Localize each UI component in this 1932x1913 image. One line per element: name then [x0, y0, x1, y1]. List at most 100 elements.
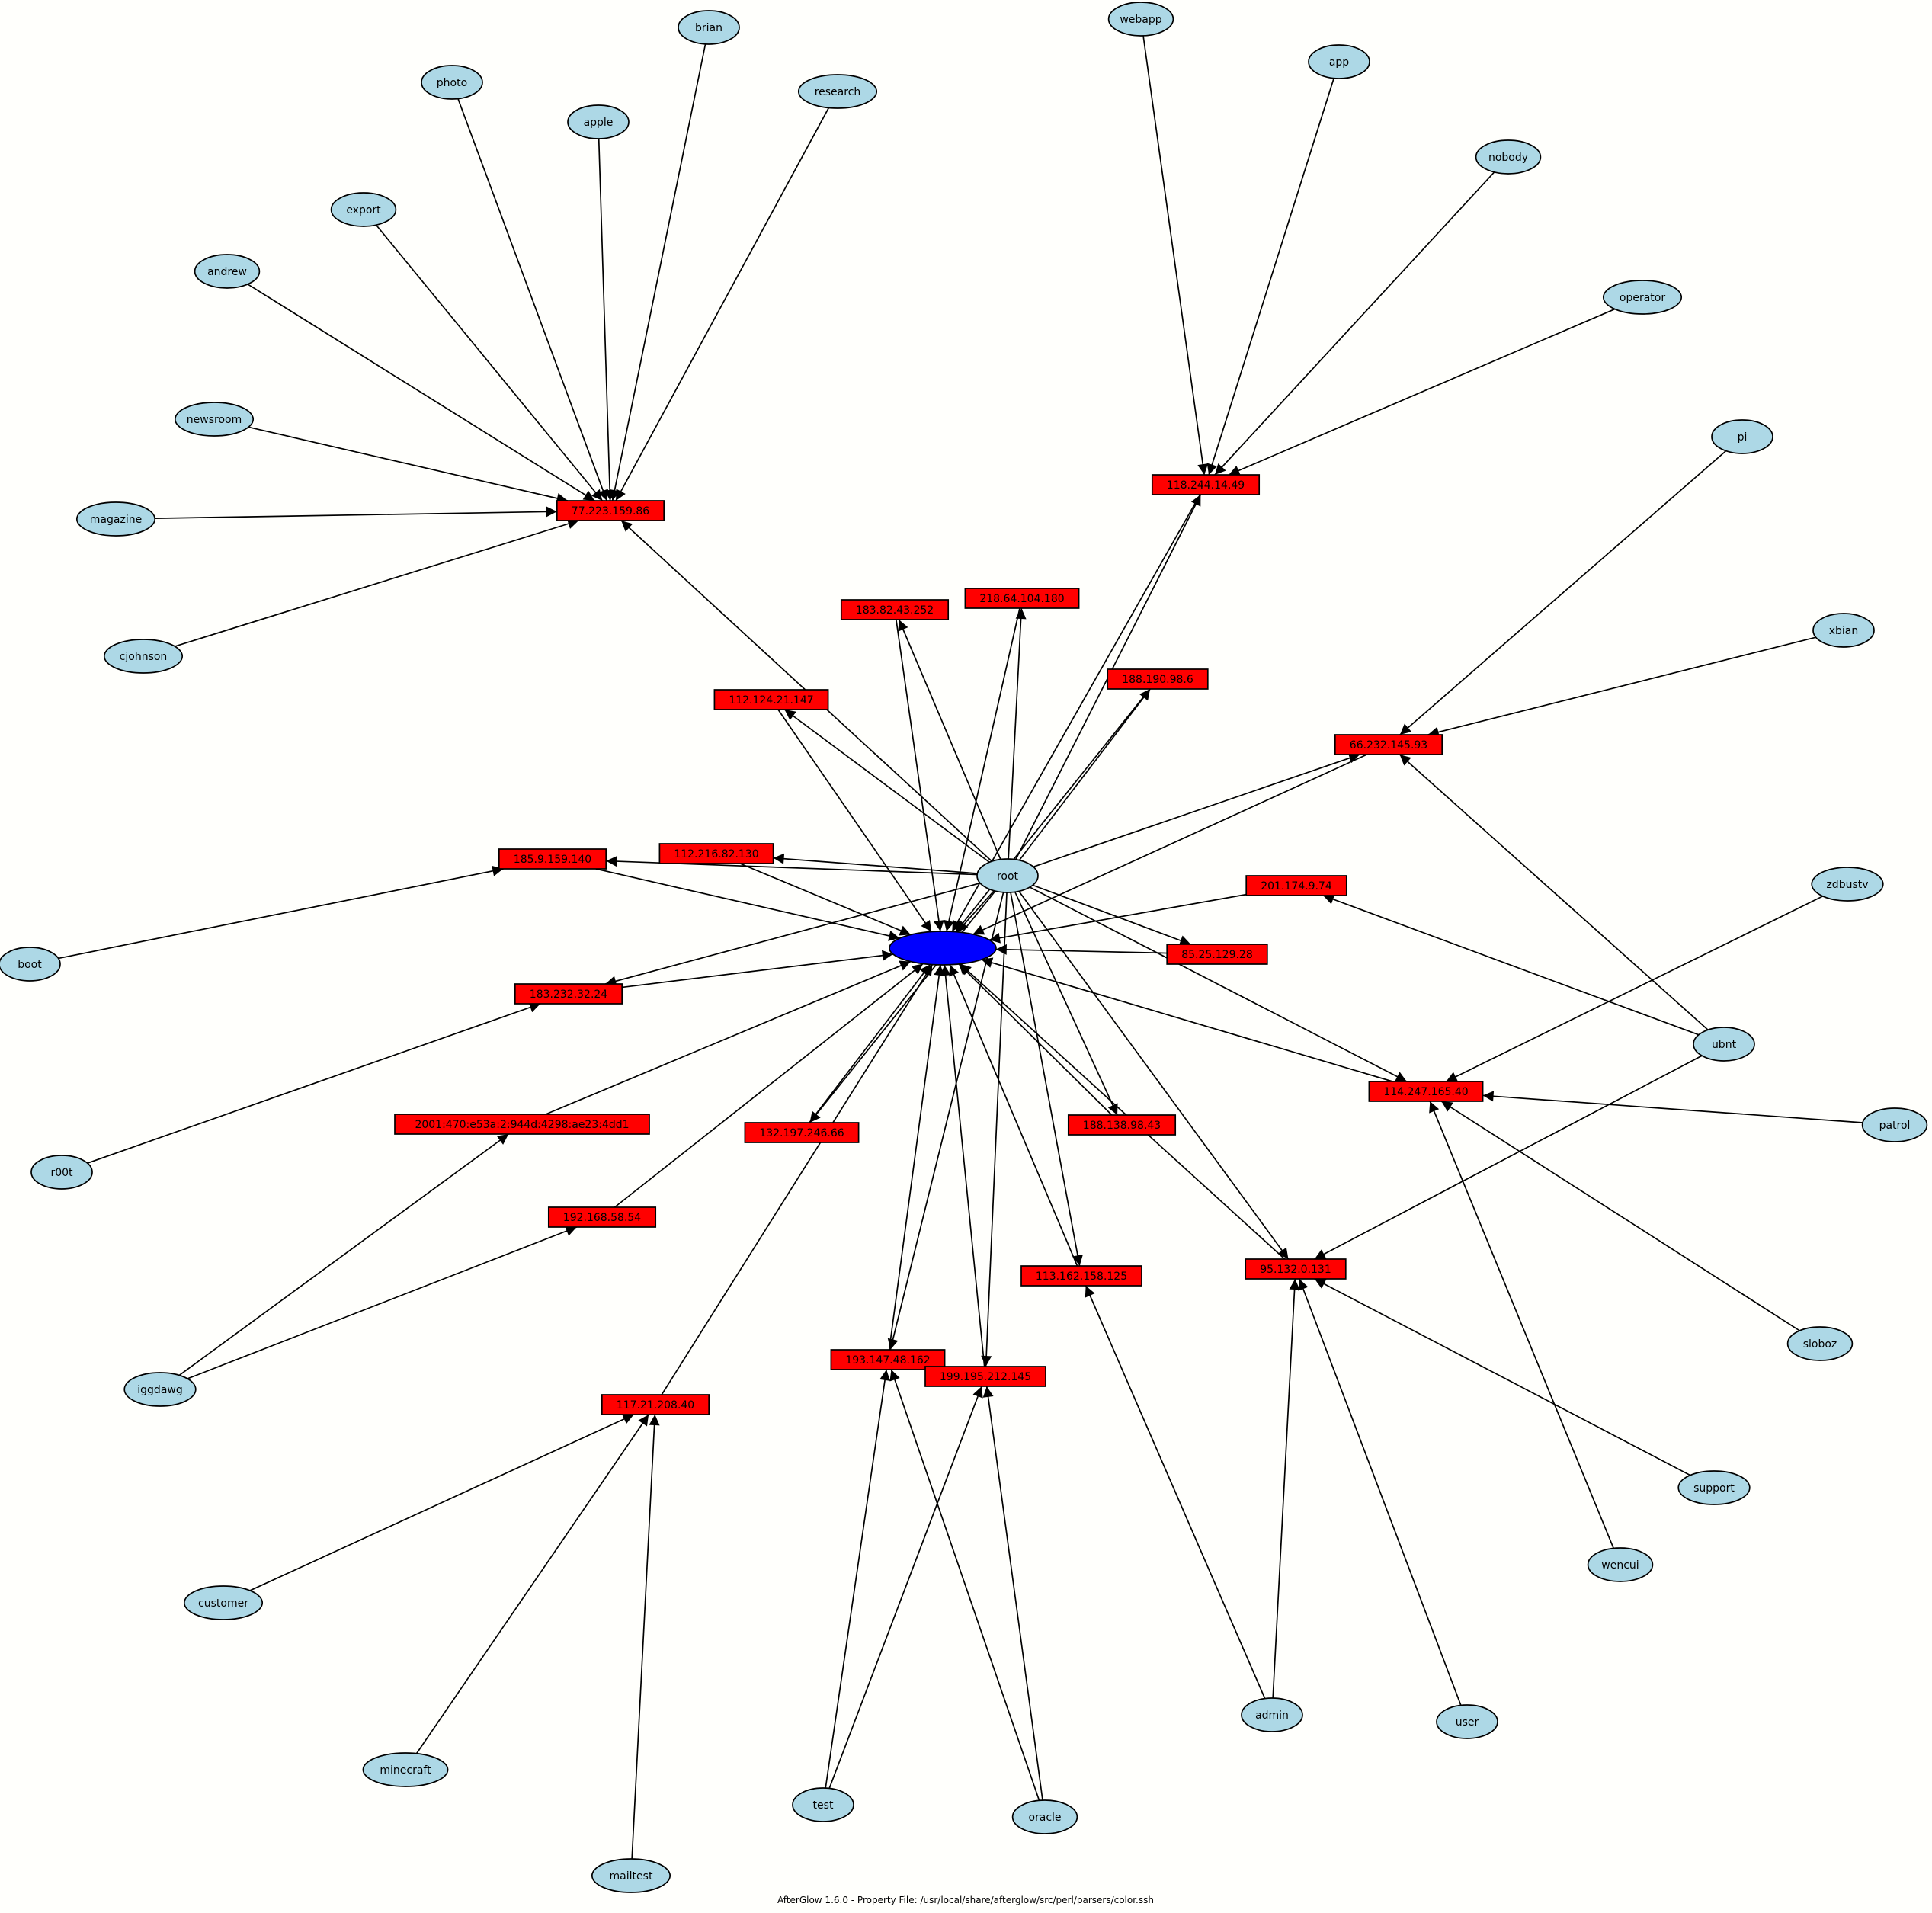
- node-ip-i188a[interactable]: 188.190.98.6: [1107, 668, 1209, 690]
- node-user-cjohnson[interactable]: cjohnson: [103, 639, 184, 674]
- edge-i114-to-c: [981, 957, 1393, 1082]
- node-ip-i113[interactable]: 113.162.158.125: [1020, 1265, 1142, 1287]
- node-ip-box: [556, 500, 665, 521]
- edge-export-to-i77: [375, 224, 603, 501]
- node-ip-i201[interactable]: 201.174.9.74: [1245, 875, 1347, 896]
- node-ip-box: [1107, 668, 1209, 690]
- node-user-wencui[interactable]: wencui: [1587, 1547, 1654, 1582]
- node-user-webapp[interactable]: webapp: [1107, 2, 1174, 37]
- node-user-zdbustv[interactable]: zdbustv: [1811, 867, 1884, 902]
- node-ip-i95[interactable]: 95.132.0.131: [1245, 1258, 1347, 1280]
- node-user-label: patrol: [1879, 1120, 1911, 1132]
- node-user-user[interactable]: user: [1436, 1704, 1498, 1739]
- node-ip-label: 183.82.43.252: [856, 604, 934, 617]
- node-user-export[interactable]: export: [330, 192, 397, 227]
- node-ip-label: 188.190.98.6: [1122, 674, 1193, 686]
- edge-root-to-i183b: [605, 882, 981, 987]
- node-ip-i132[interactable]: 132.197.246.66: [744, 1122, 860, 1143]
- edge-root-to-i183a: [898, 619, 1001, 860]
- node-ip-i183b[interactable]: 183.232.32.24: [514, 983, 623, 1005]
- node-user-sloboz[interactable]: sloboz: [1786, 1326, 1854, 1361]
- node-ip-i117[interactable]: 117.21.208.40: [601, 1394, 710, 1415]
- footer-caption: AfterGlow 1.6.0 - Property File: /usr/lo…: [777, 1895, 1154, 1905]
- edge-patrol-to-i114: [1482, 1091, 1863, 1123]
- edge-i183b-to-c: [622, 950, 893, 989]
- edge-i183a-to-c: [896, 619, 944, 932]
- node-ip-i199[interactable]: 199.195.212.145: [924, 1366, 1046, 1387]
- node-ip-i218[interactable]: 218.64.104.180: [964, 588, 1080, 609]
- node-user-admin[interactable]: admin: [1241, 1697, 1303, 1732]
- edge-pi-to-i66: [1399, 450, 1727, 735]
- node-user-minecraft[interactable]: minecraft: [362, 1752, 449, 1787]
- node-user-shape: [174, 402, 255, 437]
- node-ip-i188b[interactable]: 188.138.98.43: [1067, 1114, 1177, 1136]
- node-user-iggdawg[interactable]: iggdawg: [123, 1372, 197, 1407]
- node-ip-i192[interactable]: 192.168.58.54: [547, 1206, 657, 1228]
- node-user-pi[interactable]: pi: [1711, 419, 1773, 454]
- node-user-andrew[interactable]: andrew: [194, 254, 261, 289]
- node-user-shape: [1011, 1799, 1078, 1834]
- edge-oracle-to-i193: [889, 1369, 1040, 1801]
- node-user-boot[interactable]: boot: [0, 947, 61, 982]
- node-ip-i85[interactable]: 85.25.129.28: [1166, 944, 1268, 965]
- node-ip-box: [1245, 875, 1347, 896]
- node-user-shape: [30, 1155, 93, 1190]
- node-user-patrol[interactable]: patrol: [1861, 1107, 1928, 1142]
- node-user-customer[interactable]: customer: [183, 1585, 264, 1620]
- node-user-label: operator: [1620, 292, 1665, 304]
- node-ip-box: [658, 843, 774, 864]
- node-user-label: boot: [18, 959, 42, 971]
- node-ip-i112a[interactable]: 112.124.21.147: [713, 689, 829, 710]
- node-user-r00t[interactable]: r00t: [30, 1155, 93, 1190]
- node-ip-i2001[interactable]: 2001:470:e53a:2:944d:4298:ae23:4dd1: [394, 1114, 650, 1135]
- node-ip-label: 77.223.159.86: [572, 505, 650, 518]
- node-user-brian[interactable]: brian: [678, 10, 740, 45]
- node-user-nobody[interactable]: nobody: [1475, 139, 1542, 175]
- node-user-root[interactable]: root: [976, 858, 1039, 893]
- node-user-test[interactable]: test: [792, 1787, 854, 1822]
- node-ip-i66[interactable]: 66.232.145.93: [1334, 734, 1443, 755]
- node-ip-label: 112.124.21.147: [729, 694, 813, 707]
- node-ip-i118[interactable]: 118.244.14.49: [1151, 474, 1261, 495]
- node-user-oracle[interactable]: oracle: [1011, 1799, 1078, 1834]
- node-user-ubnt[interactable]: ubnt: [1693, 1027, 1755, 1062]
- node-user-operator[interactable]: operator: [1602, 280, 1683, 315]
- node-center-target[interactable]: [889, 931, 997, 966]
- node-user-newsroom[interactable]: newsroom: [174, 402, 255, 437]
- node-user-shape: [0, 947, 61, 982]
- edge-ubnt-to-i201: [1322, 894, 1700, 1036]
- edge-i218-to-c: [944, 607, 1020, 932]
- edge-admin-to-i113: [1085, 1285, 1266, 1699]
- node-user-app[interactable]: app: [1308, 44, 1370, 79]
- node-ip-i185[interactable]: 185.9.159.140: [498, 848, 607, 870]
- node-ip-i77[interactable]: 77.223.159.86: [556, 500, 665, 521]
- node-user-shape: [1107, 2, 1174, 37]
- node-ip-i114[interactable]: 114.247.165.40: [1368, 1081, 1484, 1102]
- node-user-support[interactable]: support: [1677, 1470, 1751, 1505]
- node-user-label: customer: [198, 1597, 248, 1610]
- node-user-shape: [1693, 1027, 1755, 1062]
- edge-sloboz-to-i114: [1440, 1101, 1800, 1331]
- node-user-xbian[interactable]: xbian: [1812, 613, 1875, 648]
- node-ip-label: 66.232.145.93: [1350, 739, 1427, 751]
- node-user-label: nobody: [1488, 152, 1528, 164]
- node-user-research[interactable]: research: [797, 74, 878, 109]
- edge-i185-to-c: [595, 868, 900, 941]
- node-ip-i183a[interactable]: 183.82.43.252: [840, 599, 950, 620]
- node-user-photo[interactable]: photo: [421, 65, 483, 100]
- node-user-apple[interactable]: apple: [567, 104, 630, 139]
- edge-i2001-to-c: [545, 960, 912, 1115]
- node-user-magazine[interactable]: magazine: [75, 501, 156, 537]
- edge-root-to-i95: [1018, 890, 1290, 1260]
- node-ip-label: 118.244.14.49: [1167, 479, 1245, 492]
- edge-root-to-i113: [1010, 892, 1083, 1267]
- node-user-label: cjohnson: [120, 651, 168, 663]
- node-ip-i112b[interactable]: 112.216.82.130: [658, 843, 774, 864]
- edge-root-to-i218: [1008, 607, 1027, 860]
- edge-iggdawg-to-i192: [187, 1226, 577, 1379]
- node-user-shape: [1602, 280, 1683, 315]
- edge-i117-to-c: [661, 964, 934, 1395]
- node-user-label: newsroom: [187, 414, 242, 426]
- edge-support-to-i95: [1314, 1278, 1691, 1476]
- node-user-mailtest[interactable]: mailtest: [591, 1858, 671, 1893]
